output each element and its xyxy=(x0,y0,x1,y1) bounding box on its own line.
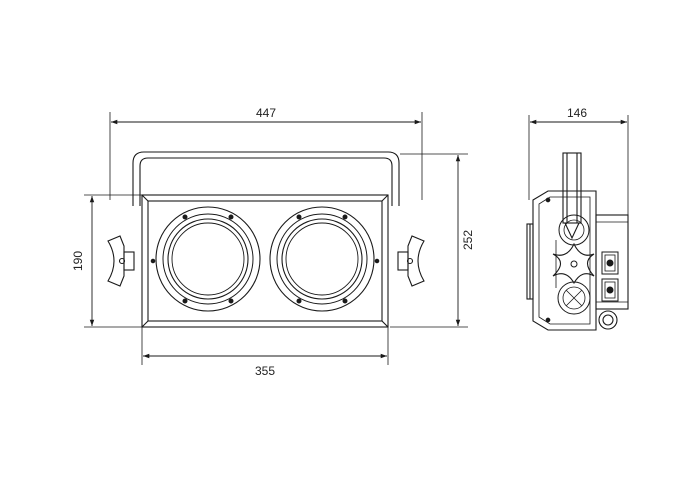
connector-top xyxy=(601,251,619,275)
left-knob xyxy=(107,235,135,287)
yoke-bracket xyxy=(132,151,400,206)
side-front-plate xyxy=(526,223,534,300)
dimension-overall-height xyxy=(390,153,468,328)
label-body-width: 355 xyxy=(255,364,275,378)
left-lamp xyxy=(155,206,261,312)
side-body xyxy=(532,190,597,331)
dimension-overall-width xyxy=(109,112,423,200)
side-rear-panel xyxy=(595,214,629,310)
side-yoke xyxy=(562,152,582,240)
label-depth: 146 xyxy=(567,106,587,120)
side-cooling xyxy=(552,214,595,315)
side-view xyxy=(526,115,629,331)
right-knob xyxy=(397,235,425,287)
safety-ring xyxy=(598,310,618,330)
label-overall-height: 252 xyxy=(461,230,475,250)
label-overall-width: 447 xyxy=(256,106,276,120)
dimension-depth xyxy=(528,115,629,215)
right-lamp xyxy=(269,206,375,312)
label-body-height: 190 xyxy=(71,251,85,271)
front-view xyxy=(84,112,468,365)
dimension-body-width xyxy=(141,325,389,365)
housing xyxy=(141,194,389,328)
dimension-body-height xyxy=(84,194,142,328)
connector-bottom xyxy=(601,278,619,302)
